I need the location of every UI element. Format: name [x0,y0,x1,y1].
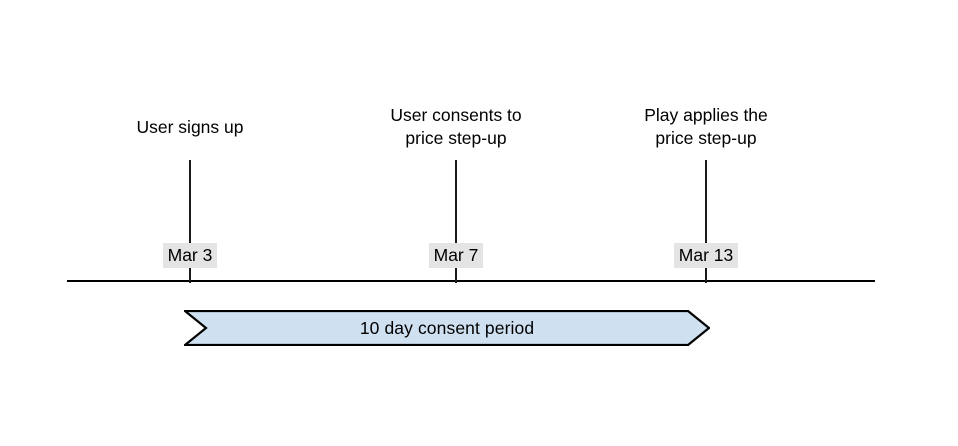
event-tick-signup [189,160,191,283]
event-tick-consent [455,160,457,283]
chevron-arrow-icon [184,310,710,346]
event-date-apply: Mar 13 [673,243,739,268]
event-date-signup: Mar 3 [162,243,218,268]
event-label-signup: User signs up [136,117,244,137]
event-date-wrap-consent: Mar 7 [366,243,546,268]
event-label-consent: User consents to price step-up [390,105,522,148]
consent-period-label: 10 day consent period [359,317,535,338]
event-date-wrap-signup: Mar 3 [100,243,280,268]
event-label-apply: Play applies the price step-up [644,105,768,148]
consent-period-banner-shape [184,310,710,346]
consent-period-banner: 10 day consent period [184,310,710,346]
timeline-axis-line [67,280,875,282]
event-date-consent: Mar 7 [428,243,484,268]
event-date-wrap-apply: Mar 13 [616,243,796,268]
event-tick-apply [705,160,707,283]
